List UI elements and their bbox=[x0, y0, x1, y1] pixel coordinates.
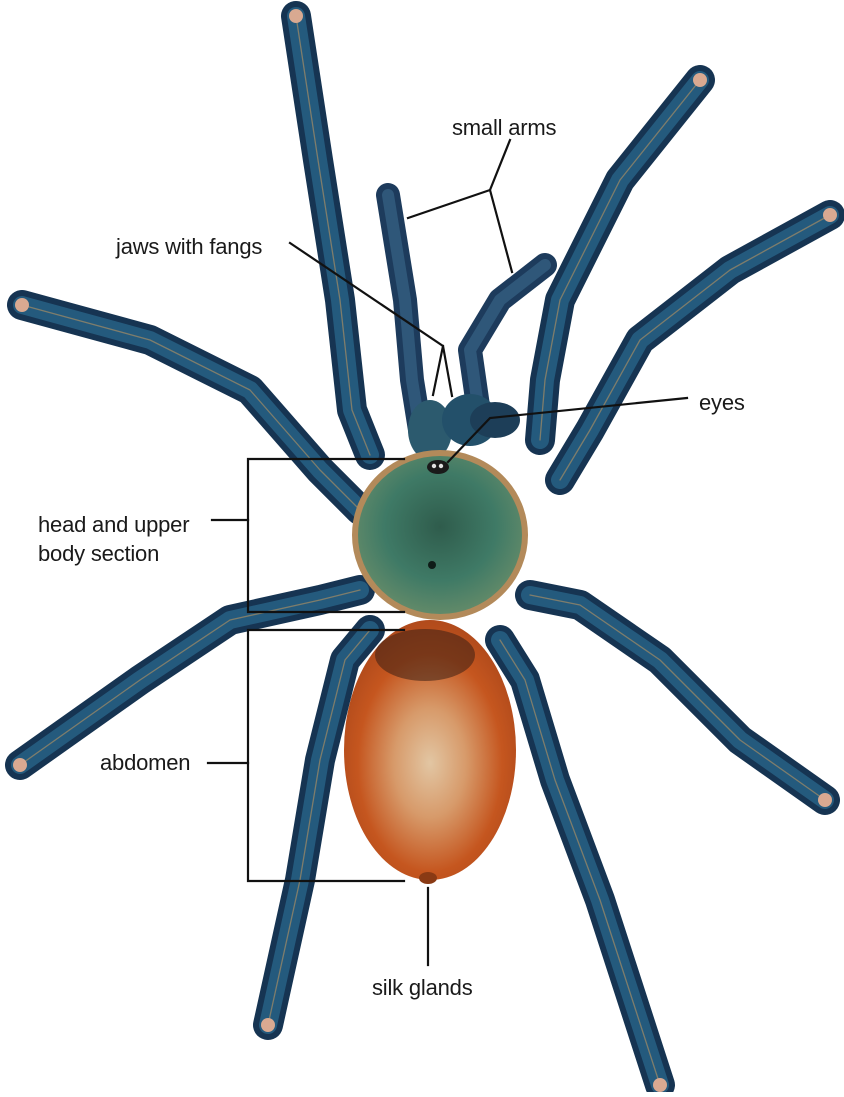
leg-left-2 bbox=[22, 305, 360, 510]
label-abdomen: abdomen bbox=[100, 750, 190, 776]
label-small-arms: small arms bbox=[452, 115, 556, 141]
label-eyes: eyes bbox=[699, 390, 745, 416]
label-head-and-upper-body: head and upper body section bbox=[38, 510, 213, 568]
label-silk-glands: silk glands bbox=[372, 975, 473, 1001]
spinnerets bbox=[419, 872, 437, 884]
leg-right-2 bbox=[560, 215, 830, 480]
chelicerae bbox=[408, 394, 520, 460]
label-jaws-with-fangs: jaws with fangs bbox=[116, 234, 262, 260]
eye-cluster bbox=[427, 460, 449, 474]
fovea bbox=[428, 561, 436, 569]
carapace bbox=[355, 453, 525, 617]
label-head-line2: body section bbox=[38, 541, 159, 566]
label-head-line1: head and upper bbox=[38, 512, 189, 537]
